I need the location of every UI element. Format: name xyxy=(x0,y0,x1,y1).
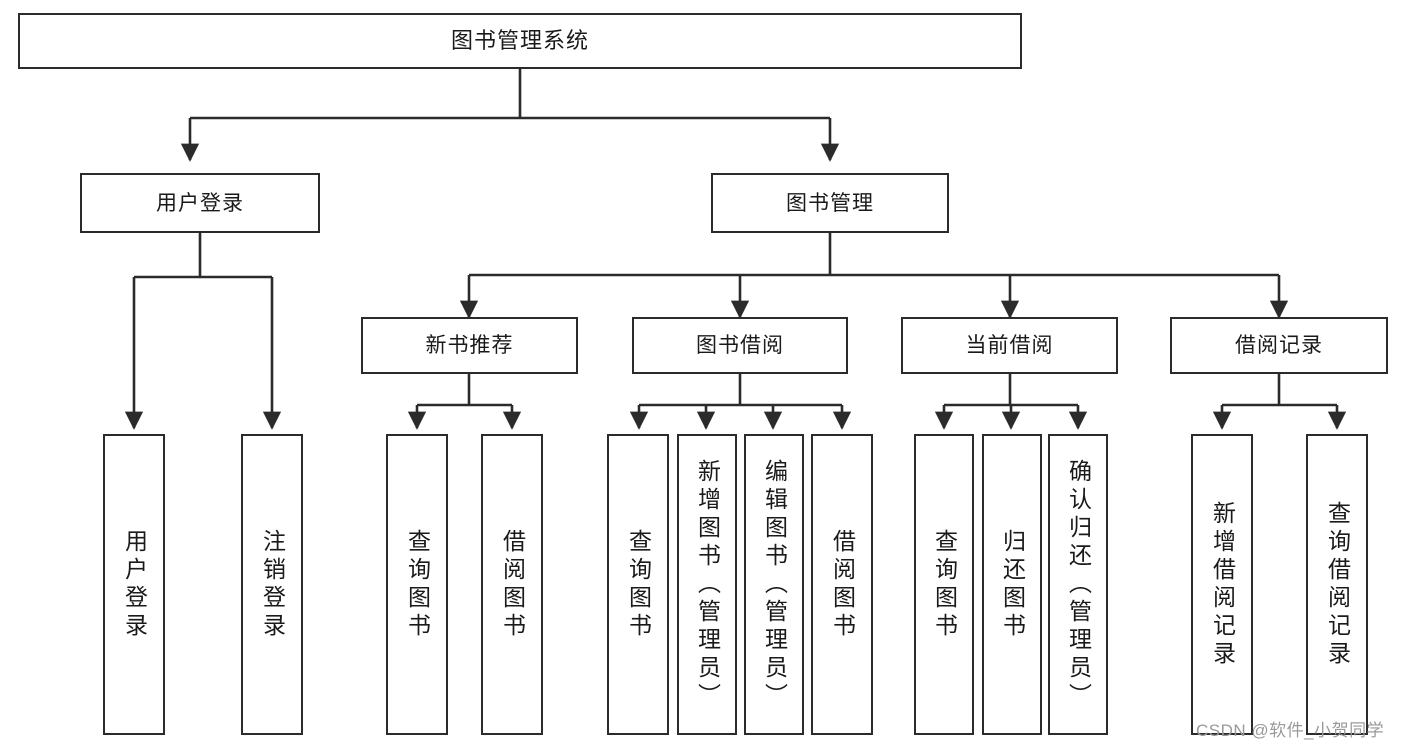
node-label: 注销登录 xyxy=(259,528,286,641)
leaf-edit-book-admin[interactable]: 编辑图书（管理员） xyxy=(744,434,804,735)
node-root-system[interactable]: 图书管理系统 xyxy=(18,13,1022,69)
leaf-user-login[interactable]: 用户登录 xyxy=(103,434,165,735)
node-user-login[interactable]: 用户登录 xyxy=(80,173,320,233)
node-label: 查询借阅记录 xyxy=(1324,500,1351,669)
node-label: 用户登录 xyxy=(156,191,244,215)
node-label: 当前借阅 xyxy=(965,334,1054,357)
leaf-confirm-return-admin[interactable]: 确认归还（管理员） xyxy=(1048,434,1108,735)
leaf-add-book-admin[interactable]: 新增图书（管理员） xyxy=(677,434,737,735)
node-label: 查询图书 xyxy=(404,528,431,641)
node-book-management[interactable]: 图书管理 xyxy=(711,173,949,233)
node-current-borrow[interactable]: 当前借阅 xyxy=(901,317,1118,374)
node-label: 新书推荐 xyxy=(425,334,514,357)
node-label: 查询图书 xyxy=(625,528,652,641)
leaf-query-borrow-record[interactable]: 查询借阅记录 xyxy=(1306,434,1368,735)
leaf-logout[interactable]: 注销登录 xyxy=(241,434,303,735)
node-label: 用户登录 xyxy=(121,528,148,641)
node-label: 图书管理系统 xyxy=(450,28,589,53)
node-label: 借阅图书 xyxy=(499,528,526,641)
node-label: 确认归还（管理员） xyxy=(1065,458,1092,711)
leaf-query-book-current[interactable]: 查询图书 xyxy=(914,434,974,735)
node-label: 图书管理 xyxy=(786,191,874,215)
leaf-query-book-new[interactable]: 查询图书 xyxy=(386,434,448,735)
node-borrow-record[interactable]: 借阅记录 xyxy=(1170,317,1388,374)
node-label: 借阅图书 xyxy=(829,528,856,641)
csdn-watermark: CSDN @软件_小贺同学 xyxy=(1196,721,1385,740)
node-new-book-recommend[interactable]: 新书推荐 xyxy=(361,317,578,374)
node-label: 新增借阅记录 xyxy=(1209,500,1236,669)
node-label: 新增图书（管理员） xyxy=(694,458,721,711)
leaf-return-book[interactable]: 归还图书 xyxy=(982,434,1042,735)
node-label: 归还图书 xyxy=(999,528,1026,641)
leaf-query-book-borrow[interactable]: 查询图书 xyxy=(607,434,669,735)
node-label: 借阅记录 xyxy=(1235,334,1323,357)
node-label: 图书借阅 xyxy=(696,334,784,357)
node-label: 编辑图书（管理员） xyxy=(761,458,788,711)
node-label: 查询图书 xyxy=(931,528,958,641)
node-book-borrow[interactable]: 图书借阅 xyxy=(632,317,848,374)
leaf-borrow-book[interactable]: 借阅图书 xyxy=(811,434,873,735)
leaf-add-borrow-record[interactable]: 新增借阅记录 xyxy=(1191,434,1253,735)
leaf-borrow-book-new[interactable]: 借阅图书 xyxy=(481,434,543,735)
